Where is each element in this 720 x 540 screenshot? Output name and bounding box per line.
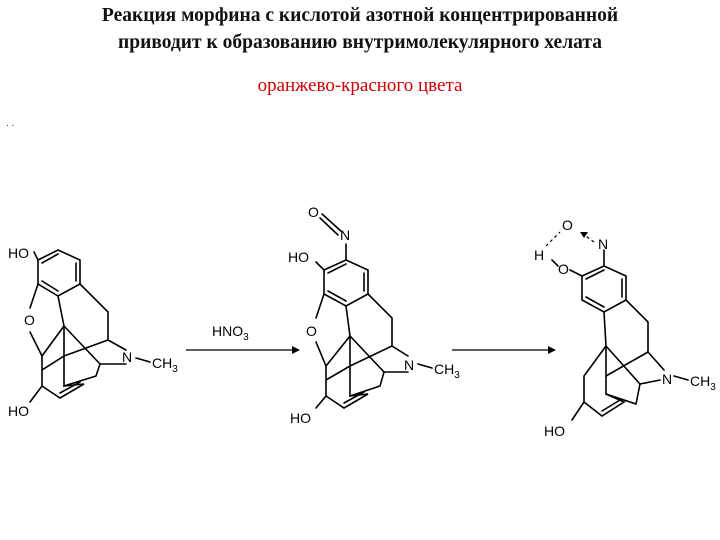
chelate-structure: O N H O N CH3 HO [534, 217, 716, 439]
m3-chelate-o-phenol: O [558, 261, 569, 277]
m1-oh-bottom: HO [8, 403, 29, 419]
reagent-label: HNO3 [212, 323, 249, 343]
m3-nitroso-nitrogen: N [598, 236, 608, 252]
m3-chelate-o-nitroso: O [562, 217, 573, 233]
m2-oh-bottom: HO [290, 410, 311, 426]
m1-nitrogen: N [122, 349, 132, 365]
corner-marks: . . [6, 118, 15, 129]
chelate-arrowhead [580, 232, 588, 238]
slide-subtitle: оранжево-красного цвета [257, 75, 463, 96]
m1-methyl: CH3 [152, 355, 178, 375]
m3-nitrogen: N [662, 371, 672, 387]
m2-nitroso-nitrogen: N [340, 227, 350, 243]
title-line-1: Реакция морфина с кислотой азотной конце… [101, 5, 619, 26]
m2-nitroso-oxygen: O [308, 204, 319, 220]
m3-oh-bottom: HO [544, 423, 565, 439]
nitroso-morphine-structure: O N HO O N CH3 HO [288, 204, 460, 426]
m3-methyl-ch: CH [690, 373, 710, 389]
second-arrow [452, 346, 556, 354]
m3-methyl: CH3 [690, 373, 716, 393]
m2-methyl-sub: 3 [454, 370, 460, 381]
nitroso-morphine-bonds [315, 213, 433, 409]
m1-ring-oxygen: O [24, 312, 35, 328]
m3-methyl-sub: 3 [710, 382, 716, 393]
m1-oh-top: HO [8, 245, 29, 261]
m2-methyl: CH3 [434, 361, 460, 381]
slide-title: Реакция морфина с кислотой азотной конце… [0, 2, 720, 56]
m2-ring-oxygen: O [306, 323, 317, 339]
reagent-arrow: HNO3 [186, 323, 300, 354]
morphine-bonds [29, 249, 151, 403]
m2-oh-top: HO [288, 249, 309, 265]
chelate-bonds [551, 249, 689, 421]
chelate-h-bond-dash [545, 231, 561, 247]
reagent-hno: HNO [212, 323, 243, 339]
reagent-sub: 3 [243, 332, 249, 343]
m1-methyl-sub: 3 [172, 364, 178, 375]
m2-methyl-ch: CH [434, 361, 454, 377]
m1-methyl-ch: CH [152, 355, 172, 371]
title-line-2: приводит к образованию внутримолекулярно… [118, 32, 602, 53]
m3-chelate-h: H [534, 247, 544, 263]
m2-nitrogen: N [404, 357, 414, 373]
morphine-structure: HO O N CH3 HO [8, 245, 178, 419]
